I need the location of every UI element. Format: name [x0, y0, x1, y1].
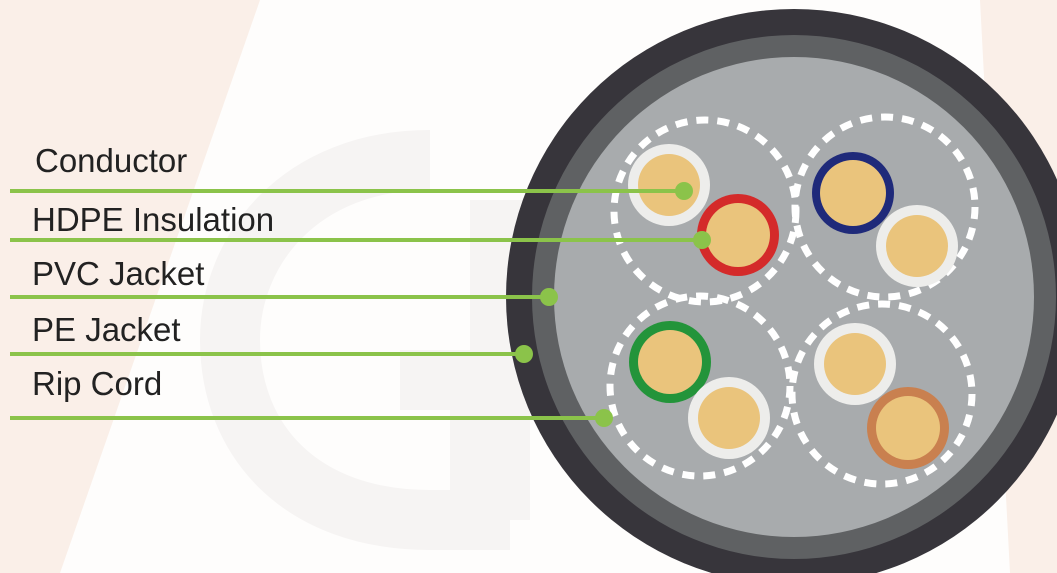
- conductor: [638, 154, 700, 216]
- pair-bottom-left: [629, 321, 770, 459]
- watermark-left-band: [0, 0, 260, 573]
- conductor: [706, 203, 770, 267]
- conductor: [886, 215, 948, 277]
- pair-outlines: [606, 113, 979, 488]
- pair-outline-bottom-right: [788, 300, 976, 488]
- leader-dot-pvc-jacket: [540, 288, 558, 306]
- label-conductor: Conductor: [35, 142, 188, 179]
- pair-outline-bottom-left: [606, 292, 794, 480]
- cable-core: [554, 57, 1034, 537]
- leader-dot-pe-jacket: [515, 345, 533, 363]
- conductor: [876, 396, 940, 460]
- pair-top-right: [812, 152, 958, 287]
- leader-dot-conductor: [675, 182, 693, 200]
- conductor: [824, 333, 886, 395]
- watermark-logo-g: [199, 130, 510, 550]
- label-pe-jacket: PE Jacket: [32, 311, 181, 348]
- label-pvc-jacket: PVC Jacket: [32, 255, 205, 292]
- leader-dot-rip-cord: [595, 409, 613, 427]
- label-rip-cord: Rip Cord: [32, 365, 163, 402]
- leader-dots: [515, 182, 711, 427]
- pair-top-left: [628, 144, 779, 276]
- leader-dot-hdpe-insulation: [693, 231, 711, 249]
- pair-bottom-right: [814, 323, 949, 469]
- label-hdpe-insulation: HDPE Insulation: [32, 201, 275, 238]
- leader-lines: [10, 189, 702, 420]
- conductor: [820, 160, 886, 226]
- conductor: [638, 330, 702, 394]
- conductor: [698, 387, 760, 449]
- pair-outline-top-right: [791, 113, 979, 301]
